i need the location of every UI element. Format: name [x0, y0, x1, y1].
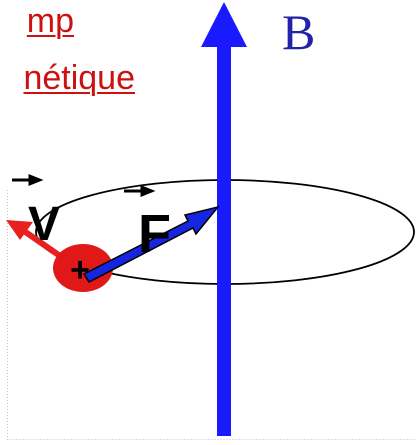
force-vector: [82, 205, 220, 283]
force-label: F: [138, 204, 171, 264]
velocity-arrow-shaft: [22, 228, 65, 261]
field-arrow-head: [201, 2, 247, 47]
field-arrow-shaft: [217, 44, 231, 436]
field-label: B: [282, 4, 315, 60]
title-line-1: mp: [26, 2, 74, 40]
charged-particle: +: [53, 244, 113, 292]
charge-sign: +: [70, 251, 90, 289]
charge-disc: [53, 244, 113, 292]
velocity-label: V: [28, 198, 60, 251]
force-arrow: [82, 205, 220, 283]
velocity-arrow-head: [6, 220, 33, 240]
title-line-2: nétique: [23, 59, 135, 97]
magnetic-field-vector: [201, 2, 247, 436]
velocity-vector: [6, 220, 65, 261]
